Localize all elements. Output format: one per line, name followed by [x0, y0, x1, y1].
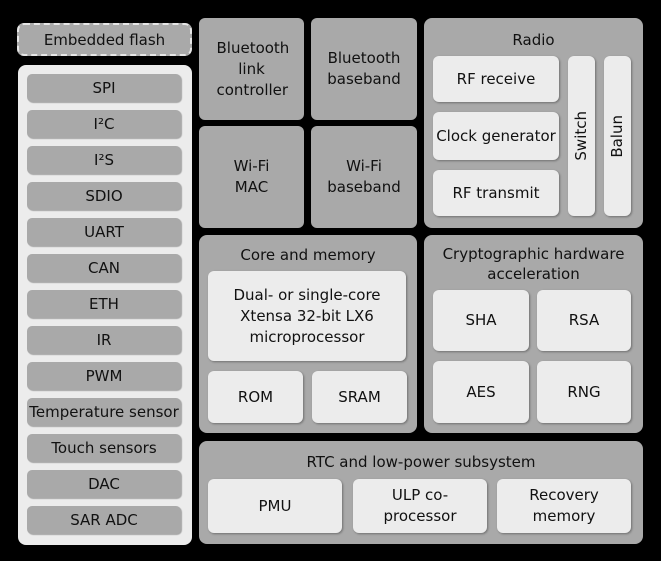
- peripheral-dac: DAC: [27, 470, 181, 498]
- bluetooth-link-controller-block: Bluetooth link controller: [199, 18, 304, 120]
- peripheral-ir: IR: [27, 326, 181, 354]
- core-memory-title: Core and memory: [240, 246, 376, 264]
- peripheral-touch-sensors: Touch sensors: [27, 434, 181, 462]
- peripheral-pwm: PWM: [27, 362, 181, 390]
- peripheral-eth: ETH: [27, 290, 181, 318]
- clock-generator-label: Clock generator: [436, 126, 556, 145]
- peripheral-spi-label: SPI: [92, 79, 116, 97]
- switch-label: Switch: [572, 111, 590, 161]
- sram-block: SRAM: [312, 371, 407, 423]
- peripheral-spi: SPI: [27, 74, 181, 102]
- balun-label: Balun: [608, 114, 626, 158]
- rom-block: ROM: [208, 371, 303, 423]
- wifi-baseband-label: Wi-Fi baseband: [327, 157, 401, 196]
- peripheral-temperature-sensor-label: Temperature sensor: [29, 403, 179, 421]
- microprocessor-label: Dual- or single-core Xtensa 32-bit LX6 m…: [233, 285, 381, 346]
- radio-title: Radio: [512, 31, 555, 49]
- peripheral-ir-label: IR: [96, 331, 112, 349]
- crypto-title: Cryptographic hardware acceleration: [442, 245, 625, 283]
- peripheral-sdio-label: SDIO: [85, 187, 123, 205]
- embedded-flash-box: Embedded flash: [17, 23, 192, 56]
- peripheral-i2c: I²C: [27, 110, 181, 138]
- rf-receive-label: RF receive: [456, 69, 536, 88]
- embedded-flash-label: Embedded flash: [43, 30, 166, 49]
- pmu-label: PMU: [258, 496, 292, 515]
- peripheral-temperature-sensor: Temperature sensor: [27, 398, 181, 426]
- peripheral-i2s-label: I²S: [94, 151, 114, 169]
- ulp-coprocessor-label: ULP co-processor: [383, 486, 457, 525]
- rsa-label: RSA: [568, 311, 600, 329]
- peripheral-uart: UART: [27, 218, 181, 246]
- pmu-block: PMU: [208, 479, 342, 533]
- peripheral-can: CAN: [27, 254, 181, 282]
- ulp-coprocessor-block: ULP co-processor: [353, 479, 487, 533]
- rf-receive-block: RF receive: [433, 56, 559, 102]
- rom-label: ROM: [237, 387, 274, 406]
- rf-transmit-block: RF transmit: [433, 170, 559, 216]
- switch-block: Switch: [568, 56, 595, 216]
- peripheral-touch-sensors-label: Touch sensors: [51, 439, 157, 457]
- peripheral-pwm-label: PWM: [85, 367, 123, 385]
- rsa-block: RSA: [537, 290, 631, 351]
- bluetooth-link-controller-label: Bluetooth link controller: [216, 38, 290, 99]
- wifi-mac-block: Wi-Fi MAC: [199, 126, 304, 228]
- peripheral-sar-adc: SAR ADC: [27, 506, 181, 534]
- bluetooth-baseband-block: Bluetooth baseband: [311, 18, 417, 120]
- peripheral-uart-label: UART: [84, 223, 124, 241]
- aes-block: AES: [433, 361, 529, 423]
- rtc-title: RTC and low-power subsystem: [306, 453, 536, 471]
- recovery-memory-block: Recovery memory: [497, 479, 631, 533]
- peripheral-sar-adc-label: SAR ADC: [70, 511, 138, 529]
- rf-transmit-label: RF transmit: [452, 183, 540, 202]
- wifi-mac-label: Wi-Fi MAC: [233, 157, 270, 196]
- aes-label: AES: [466, 382, 496, 401]
- sram-label: SRAM: [338, 387, 381, 406]
- sha-label: SHA: [465, 311, 497, 329]
- peripheral-dac-label: DAC: [88, 475, 120, 493]
- balun-block: Balun: [604, 56, 631, 216]
- wifi-baseband-block: Wi-Fi baseband: [311, 126, 417, 228]
- peripheral-eth-label: ETH: [89, 295, 119, 313]
- recovery-memory-label: Recovery memory: [529, 486, 599, 525]
- bluetooth-baseband-label: Bluetooth baseband: [327, 49, 401, 88]
- sha-block: SHA: [433, 290, 529, 351]
- peripheral-i2s: I²S: [27, 146, 181, 174]
- microprocessor-block: Dual- or single-core Xtensa 32-bit LX6 m…: [208, 271, 406, 361]
- rng-block: RNG: [537, 361, 631, 423]
- rng-label: RNG: [567, 382, 601, 401]
- peripheral-can-label: CAN: [88, 259, 120, 277]
- clock-generator-block: Clock generator: [433, 112, 559, 160]
- peripheral-i2c-label: I²C: [93, 115, 115, 133]
- peripheral-sdio: SDIO: [27, 182, 181, 210]
